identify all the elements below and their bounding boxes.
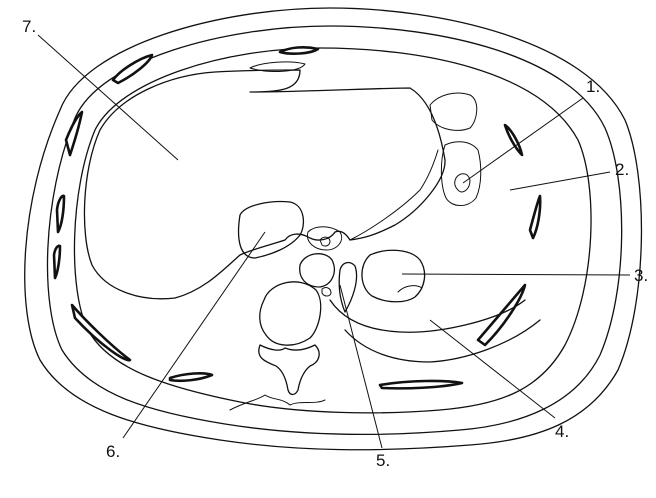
aorta-outline — [300, 254, 335, 287]
label-1: 1. — [586, 77, 600, 96]
vertebral-body — [260, 282, 321, 345]
rib — [66, 112, 82, 155]
label-4: 4. — [555, 422, 569, 441]
thoracic-wall-outline — [74, 48, 591, 413]
rib — [57, 196, 64, 232]
kidney-outline — [362, 250, 425, 302]
esophagus-lumen — [320, 237, 330, 246]
rib — [505, 125, 522, 155]
leader-line-7 — [38, 35, 178, 160]
ivc-outline — [239, 202, 304, 258]
diaphragm-crus — [339, 263, 356, 312]
rib — [280, 47, 318, 53]
label-2: 2. — [615, 160, 629, 179]
leader-line-1 — [463, 98, 583, 183]
label-5: 5. — [376, 451, 390, 470]
leader-line-6 — [123, 232, 265, 438]
kidney-hilum — [398, 286, 422, 292]
rib — [113, 55, 152, 83]
lower-cavity-curve-inner — [345, 320, 540, 362]
ribs — [54, 47, 540, 388]
leader-line-2 — [510, 172, 610, 190]
vessel-1 — [455, 174, 470, 192]
label-7: 7. — [22, 17, 36, 36]
rib — [380, 381, 462, 388]
leader-line-5 — [340, 285, 382, 448]
label-6: 6. — [106, 442, 120, 461]
rib — [54, 246, 60, 278]
leader-line-3 — [402, 274, 630, 275]
esophagus — [307, 227, 341, 250]
label-3: 3. — [634, 266, 648, 285]
rib — [530, 196, 540, 238]
fissure-line — [350, 150, 438, 240]
stomach-fundus — [430, 93, 477, 130]
liver-outline — [84, 70, 445, 299]
labels: 1. 2. 3. 4. 5. 6. 7. — [22, 17, 648, 470]
azygos-vein — [322, 288, 331, 296]
vertebral-arch — [259, 345, 319, 395]
rib — [170, 373, 212, 380]
rib — [72, 305, 130, 360]
